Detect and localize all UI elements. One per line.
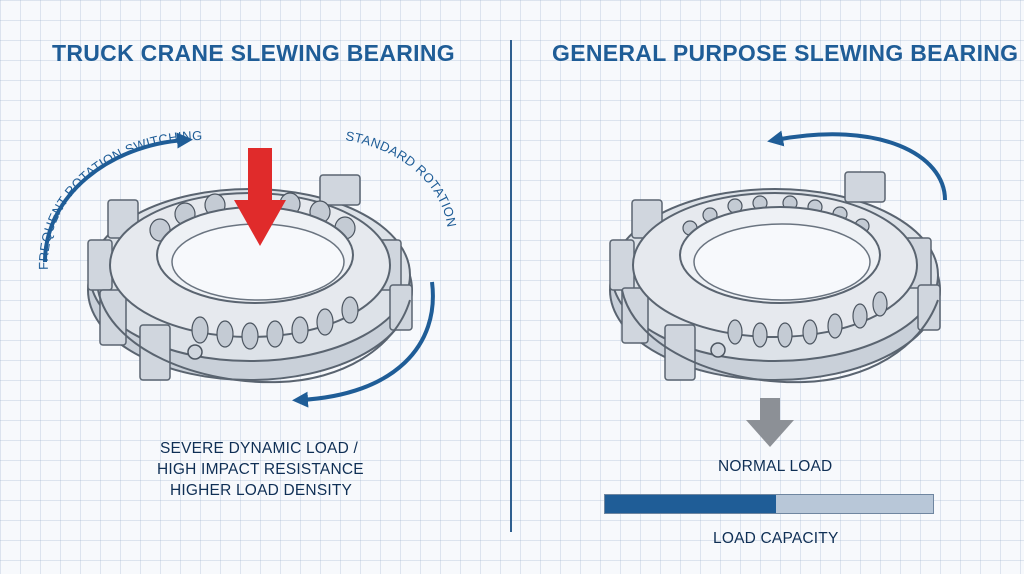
general-purpose-bearing xyxy=(609,171,941,384)
normal-load-label: NORMAL LOAD xyxy=(718,458,833,475)
impact-resistance-caption: HIGH IMPACT RESISTANCE xyxy=(157,461,364,478)
dynamic-load-caption: SEVERE DYNAMIC LOAD / xyxy=(160,440,358,457)
normal-load-arrow-icon xyxy=(746,398,794,447)
rotation-switching-arrow-icon xyxy=(43,132,193,263)
general-purpose-title: GENERAL PURPOSE SLEWING BEARING xyxy=(552,40,1019,66)
load-density-caption: HIGHER LOAD DENSITY xyxy=(170,482,353,499)
heavy-load-arrow-icon xyxy=(234,148,286,246)
standard-rotation-arrow-icon xyxy=(292,281,435,408)
truck-crane-title: TRUCK CRANE SLEWING BEARING xyxy=(52,40,455,66)
load-capacity-bar xyxy=(604,494,934,514)
center-divider xyxy=(510,40,512,532)
load-capacity-bar-fill xyxy=(605,495,776,513)
rotation-arrow-icon xyxy=(767,130,947,201)
truck-crane-bearing xyxy=(87,174,413,384)
load-capacity-label: LOAD CAPACITY xyxy=(713,530,839,547)
